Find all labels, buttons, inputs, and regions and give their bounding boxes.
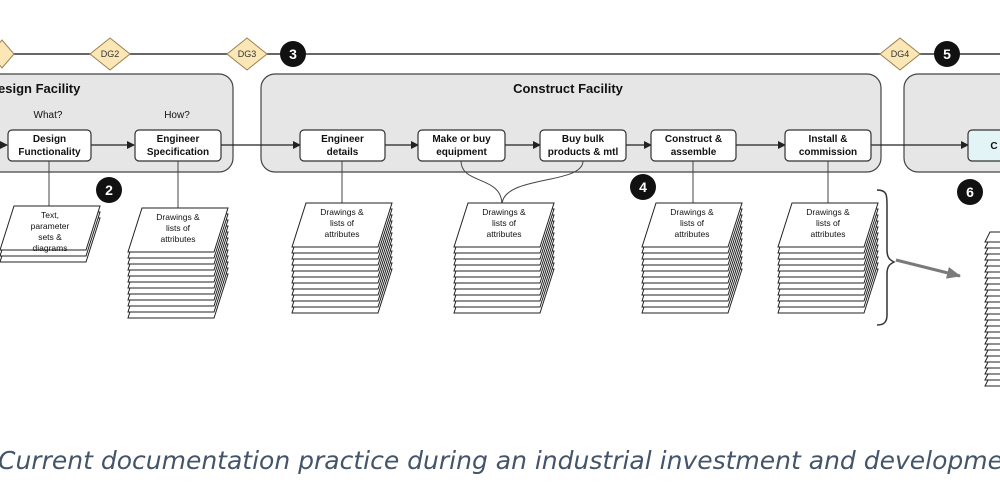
dg4-label: DG4	[891, 49, 910, 59]
step-construct-assemble: Construct & assemble	[650, 129, 737, 162]
document-sheet	[641, 202, 743, 248]
document-label-line: attributes	[487, 229, 522, 239]
document-sheet	[453, 202, 555, 248]
doc-connector	[460, 160, 503, 206]
milestone-6: 6	[957, 179, 983, 205]
document-label-line: attributes	[161, 234, 196, 244]
step-engineer-details-line2: details	[327, 147, 359, 158]
step-design-functionality-line1: Design	[33, 134, 66, 145]
step-install-commission: Install & commission	[784, 129, 872, 162]
step-design-functionality: Design Functionality	[7, 129, 92, 162]
document-label-line: lists of	[816, 218, 841, 228]
milestone-3-label: 3	[289, 46, 297, 62]
document-sheet	[984, 231, 1000, 243]
document-label-line: Drawings &	[670, 207, 714, 217]
dg3-label: DG3	[238, 49, 257, 59]
step-install-commission-line1: Install &	[809, 134, 848, 145]
handover-arrow	[895, 258, 961, 279]
step-design-functionality-line2: Functionality	[18, 147, 81, 158]
document-label-line: attributes	[325, 229, 360, 239]
milestone-6-label: 6	[966, 184, 974, 200]
document-label-line: lists of	[166, 223, 191, 233]
document-label-line: Drawings &	[806, 207, 850, 217]
step-operate-partial-label: C	[990, 141, 997, 152]
decision-gate-dg2: DG2	[89, 37, 131, 71]
how-question: How?	[164, 110, 190, 121]
milestone-4: 4	[630, 174, 656, 200]
milestone-5-label: 5	[943, 46, 951, 62]
decision-gate-dg3: DG3	[226, 37, 268, 71]
document-sheet	[127, 207, 229, 253]
document-label-line: parameter	[31, 221, 70, 231]
step-buy-bulk-products: Buy bulk products & mtl	[539, 129, 627, 162]
step-make-or-buy-line1: Make or buy	[432, 134, 491, 145]
document-label-line: lists of	[492, 218, 517, 228]
decision-gate-dg4: DG4	[879, 37, 921, 71]
design-facility-title: esign Facility	[0, 81, 81, 96]
step-buy-bulk-line1: Buy bulk	[562, 134, 605, 145]
document-sheet	[777, 202, 879, 248]
handover-document-stack	[984, 231, 1000, 387]
milestone-4-label: 4	[639, 179, 647, 195]
milestone-5: 5	[934, 41, 960, 67]
document-label-line: lists of	[330, 218, 355, 228]
document-sheet	[0, 205, 101, 251]
milestone-3: 3	[280, 41, 306, 67]
document-label-line: sets &	[38, 232, 62, 242]
document-label-line: Drawings &	[156, 212, 200, 222]
what-question: What?	[34, 110, 63, 121]
step-make-or-buy-line2: equipment	[436, 147, 487, 158]
decision-gate-dg1	[0, 39, 15, 69]
document-label-line: Drawings &	[320, 207, 364, 217]
step-construct-assemble-line2: assemble	[671, 147, 717, 158]
step-operate-partial: C	[967, 129, 1000, 162]
document-label-line: attributes	[811, 229, 846, 239]
milestone-2: 2	[96, 177, 122, 203]
step-engineer-specification-line1: Engineer	[157, 134, 200, 145]
document-label-line: diagrams	[33, 243, 68, 253]
document-label-line: Drawings &	[482, 207, 526, 217]
step-construct-assemble-line1: Construct &	[665, 134, 722, 145]
document-label-line: lists of	[680, 218, 705, 228]
step-make-or-buy-equipment: Make or buy equipment	[417, 129, 506, 162]
dg2-label: DG2	[101, 49, 120, 59]
document-sheet	[291, 202, 393, 248]
step-engineer-details: Engineer details	[299, 129, 386, 162]
construct-facility-title: Construct Facility	[513, 81, 624, 96]
step-engineer-specification: Engineer Specification	[134, 129, 222, 162]
step-buy-bulk-line2: products & mtl	[548, 147, 619, 158]
figure-caption: Current documentation practice during an…	[0, 446, 1000, 475]
document-label-line: attributes	[675, 229, 710, 239]
document-label-line: Text,	[41, 210, 59, 220]
milestone-2-label: 2	[105, 182, 113, 198]
step-engineer-specification-line2: Specification	[147, 147, 209, 158]
grouping-brace	[876, 189, 896, 326]
doc-connector	[501, 160, 584, 206]
step-engineer-details-line1: Engineer	[321, 134, 364, 145]
step-install-commission-line2: commission	[799, 147, 857, 158]
